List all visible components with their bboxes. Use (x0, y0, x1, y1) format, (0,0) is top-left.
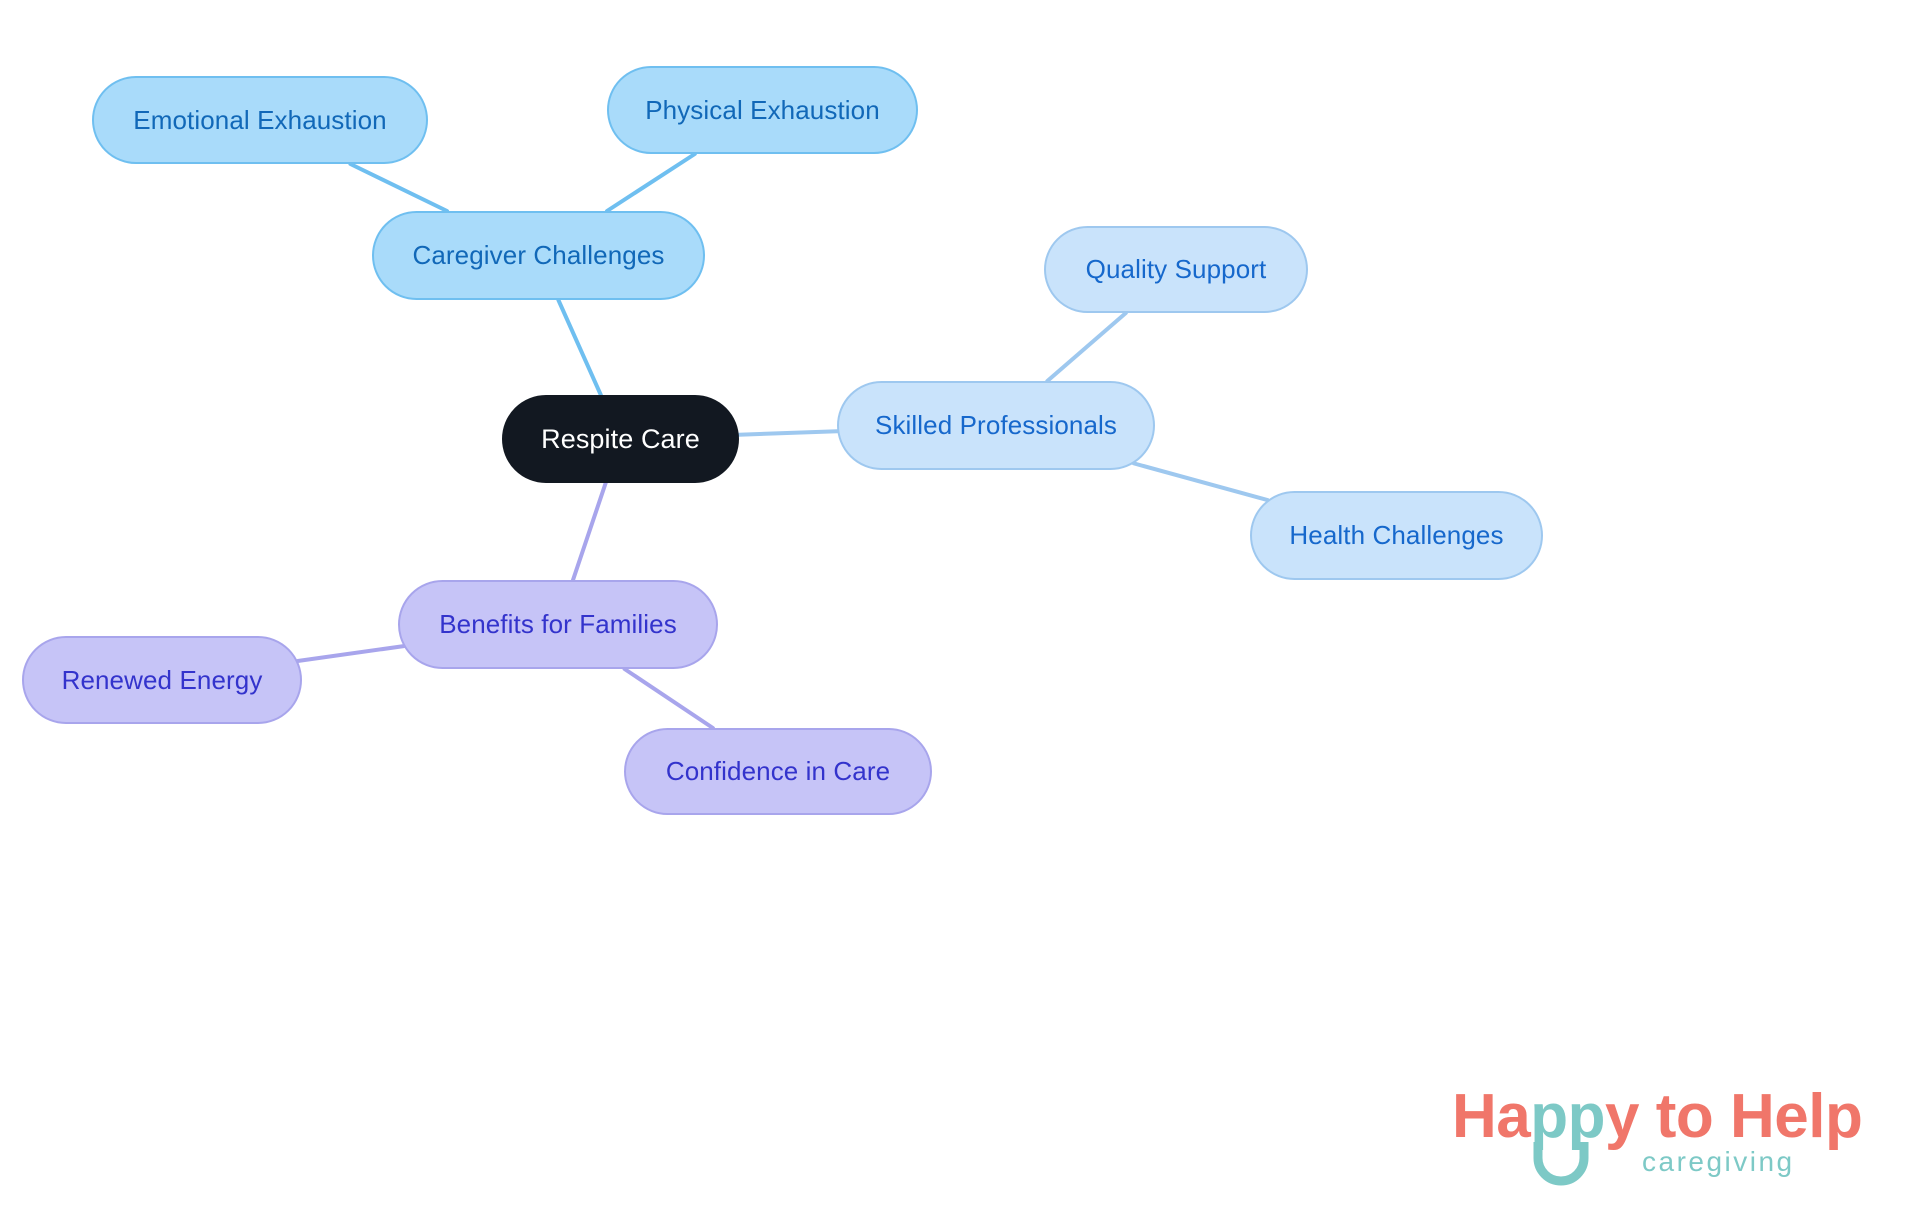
mindmap-node-physical-exhaustion[interactable]: Physical Exhaustion (607, 66, 918, 154)
logo-text-help: Help (1730, 1082, 1863, 1151)
mindmap-node-renewed-energy[interactable]: Renewed Energy (22, 636, 302, 724)
node-label: Emotional Exhaustion (133, 104, 387, 135)
mindmap-edge-caregiver-challenges-to-emotional-exhaustion (348, 162, 450, 213)
mindmap-edge-benefits-for-families-to-confidence-in-care (622, 667, 715, 730)
mindmap-edge-skilled-professionals-to-quality-support (1045, 311, 1128, 383)
logo-text-pp: pp (1530, 1082, 1606, 1151)
node-label: Skilled Professionals (875, 410, 1117, 440)
node-label: Quality Support (1085, 254, 1267, 284)
node-label: Renewed Energy (61, 664, 263, 695)
logo-text-to: to (1655, 1082, 1714, 1151)
mindmap-node-skilled-professionals[interactable]: Skilled Professionals (837, 381, 1155, 470)
logo-text-y: y (1605, 1082, 1639, 1151)
node-label: Caregiver Challenges (412, 240, 665, 270)
node-label: Benefits for Families (439, 609, 677, 639)
node-label: Physical Exhaustion (645, 94, 880, 125)
node-label: Respite Care (541, 423, 700, 454)
logo-tagline: caregiving (1642, 1146, 1795, 1177)
mindmap-edge-root-to-skilled-professionals (736, 429, 840, 437)
mindmap-edge-root-to-caregiver-challenges (556, 298, 603, 397)
node-label: Confidence in Care (665, 756, 891, 786)
mindmap-node-root[interactable]: Respite Care (502, 395, 739, 483)
mindmap-node-confidence-in-care[interactable]: Confidence in Care (624, 728, 932, 815)
mindmap-node-quality-support[interactable]: Quality Support (1044, 226, 1308, 313)
logo-wordmark: Happy to Help (1452, 1086, 1863, 1148)
mindmap-edge-benefits-for-families-to-renewed-energy (295, 644, 406, 663)
logo-text-ha: Ha (1452, 1082, 1531, 1151)
mindmap-node-benefits-for-families[interactable]: Benefits for Families (398, 580, 718, 669)
mindmap-node-emotional-exhaustion[interactable]: Emotional Exhaustion (92, 76, 428, 164)
mindmap-edge-caregiver-challenges-to-physical-exhaustion (605, 152, 697, 213)
node-label: Health Challenges (1289, 520, 1504, 550)
mindmap-edge-skilled-professionals-to-health-challenges (1131, 461, 1270, 503)
mindmap-node-health-challenges[interactable]: Health Challenges (1250, 491, 1543, 580)
mindmap-edge-root-to-benefits-for-families (570, 481, 608, 582)
smile-icon (1533, 1142, 1589, 1186)
brand-logo: Happy to Help caregiving (1452, 1086, 1863, 1204)
mindmap-node-caregiver-challenges[interactable]: Caregiver Challenges (372, 211, 705, 300)
